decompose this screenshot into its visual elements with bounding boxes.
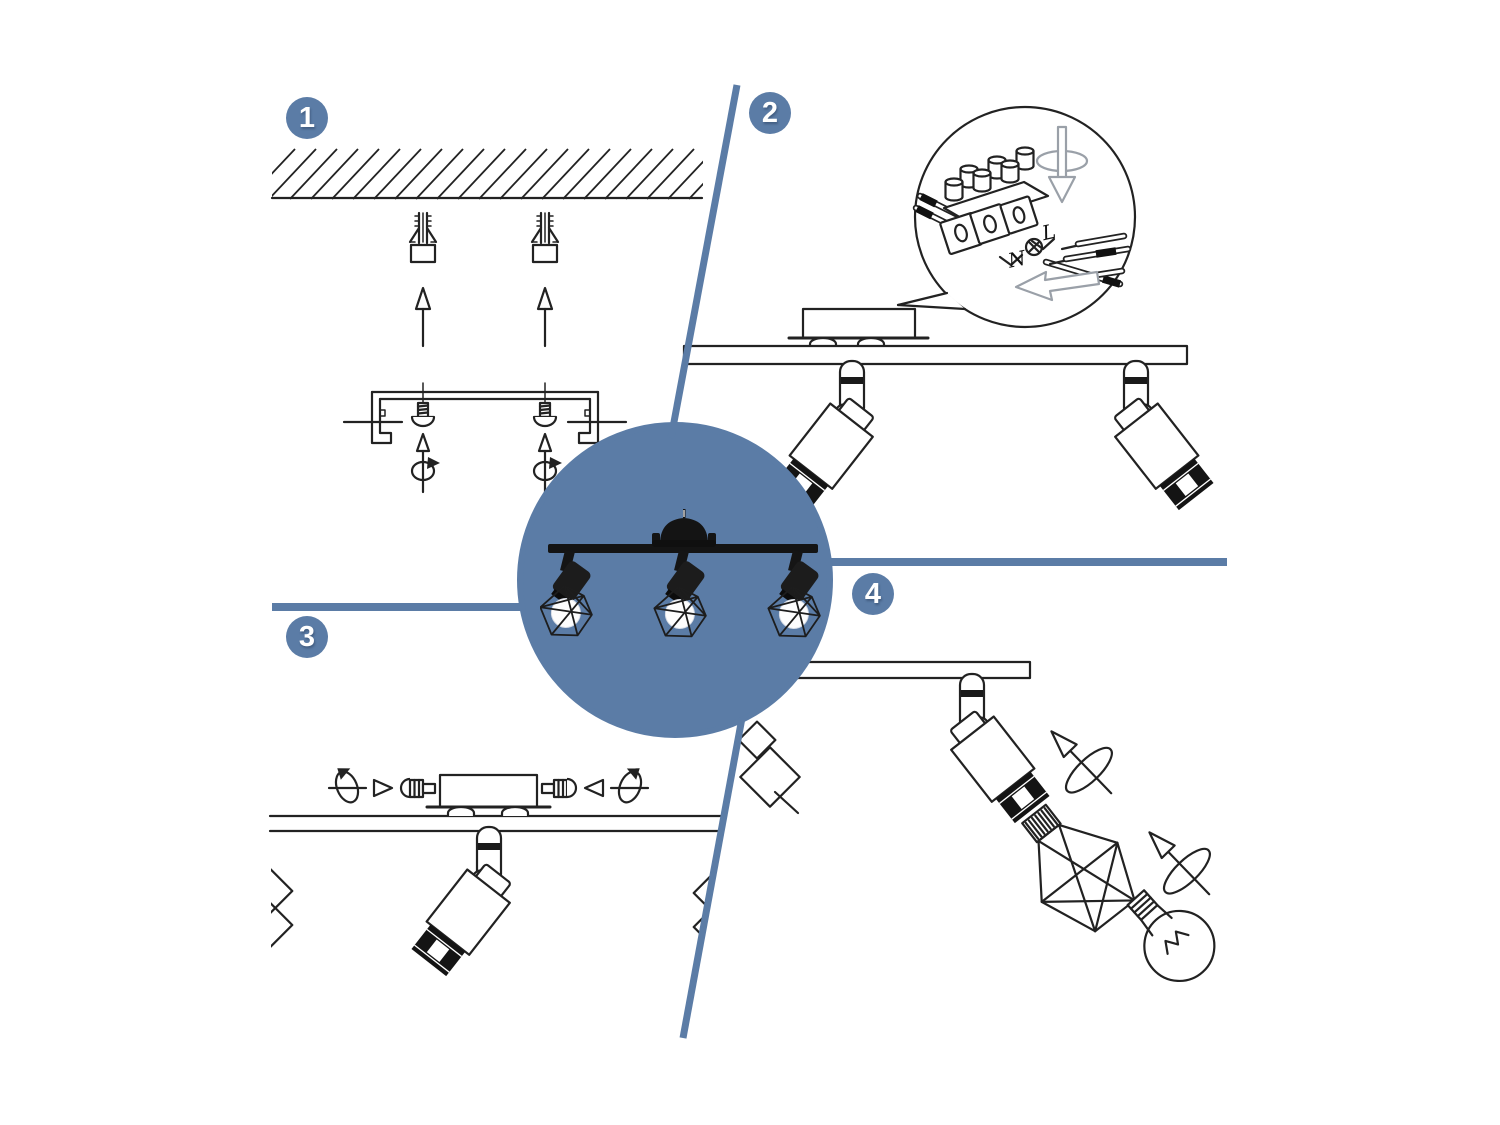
neutral-wire-mark: [998, 253, 1024, 267]
product-spot-1: [539, 549, 593, 637]
bracket-screw-left: [410, 381, 436, 428]
spotlight-center: [406, 825, 521, 981]
junction-box: [801, 307, 917, 340]
screw-down-arrow-icon: [1035, 125, 1089, 204]
spotlight-head: [940, 672, 1055, 828]
section-dividers: [272, 84, 1227, 1039]
track-bar: [786, 660, 1032, 680]
side-screw-right: [540, 768, 650, 804]
live-label: L: [1039, 219, 1058, 245]
wall-anchor-right: [530, 211, 560, 264]
step-badge-4: 4: [852, 573, 894, 615]
product-spot-2: [653, 549, 707, 638]
partial-spotlight: [737, 720, 801, 815]
right-arrow-icon: [372, 778, 394, 798]
box-foot: [856, 336, 886, 347]
divider-top-diagonal: [667, 84, 741, 439]
live-wire-mark: [1030, 237, 1056, 251]
step-badge-3: 3: [286, 616, 328, 658]
screw-turn-indicator-left: [410, 432, 442, 494]
partial-cage-left: [271, 861, 294, 952]
step-1-illustration: [270, 148, 704, 494]
wall-anchor-left: [408, 211, 438, 264]
screw-turn-indicator-right: [532, 432, 564, 494]
rotation-arrow-icon: [410, 455, 442, 482]
terminal-callout: N L: [896, 105, 1137, 329]
product-hero: [520, 425, 830, 735]
mounting-bracket: [342, 390, 628, 445]
divider-bottom-diagonal: [679, 717, 746, 1039]
ceiling-canopy: [652, 509, 716, 547]
product-photo: [539, 509, 821, 638]
up-arrow-icon: [414, 286, 432, 348]
step-4-illustration: [737, 660, 1232, 983]
left-arrow-icon: [583, 778, 605, 798]
product-spot-3: [767, 549, 821, 638]
box-foot: [808, 336, 838, 347]
box-foot: [500, 805, 530, 816]
spotlight-right: [1104, 359, 1219, 515]
bracket-screw-right: [532, 381, 558, 428]
step-badge-1: 1: [286, 97, 328, 139]
up-arrow-icon: [536, 286, 554, 348]
light-bulb-icon: [1126, 889, 1216, 983]
step-2-illustration: N L: [682, 105, 1219, 515]
ceiling-hatch: [272, 148, 703, 200]
step-badge-2: 2: [749, 92, 791, 134]
junction-box: [438, 773, 539, 809]
step-3-illustration: [268, 768, 728, 981]
terminal-block: [939, 146, 1050, 256]
disc-rim: [517, 422, 833, 738]
insert-wire-arrow-icon: [1014, 270, 1101, 302]
track-bar: [682, 344, 1189, 366]
side-screw-left: [327, 768, 437, 804]
box-foot: [446, 805, 476, 816]
